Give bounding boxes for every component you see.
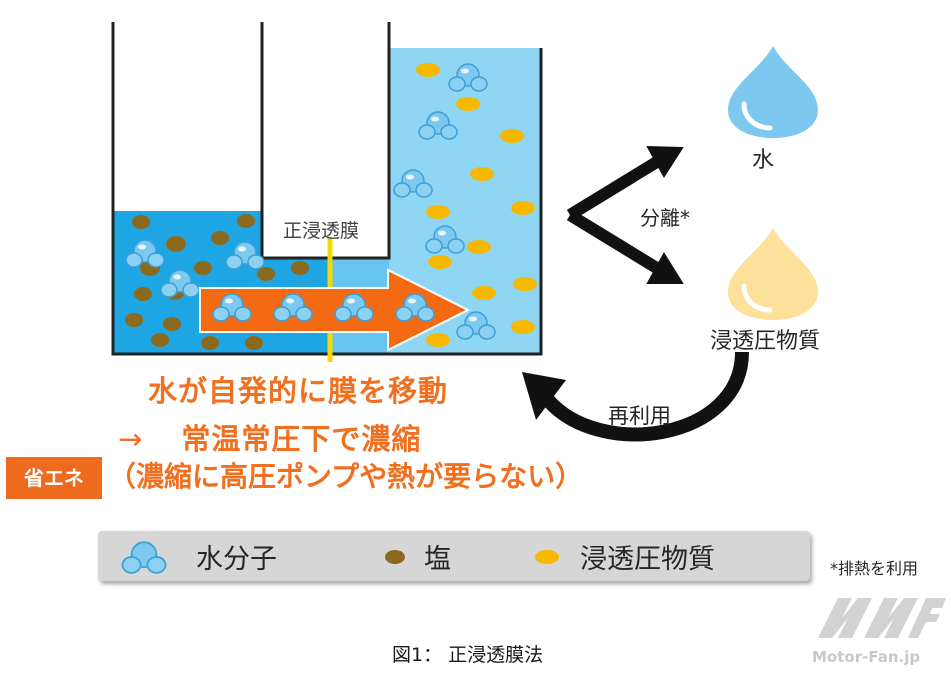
membrane-label: 正浸透膜 — [283, 220, 360, 242]
salt-icon — [385, 550, 405, 564]
legend-water-molecule: 水分子 — [196, 544, 277, 575]
container-walls — [111, 22, 543, 356]
headline-3: （濃縮に高圧ポンプや熱が要らない） — [108, 460, 584, 493]
headline-2-row: → 常温常圧下で濃縮 — [118, 416, 421, 458]
separation-label: 分離* — [640, 206, 690, 230]
osmotic-particles — [416, 63, 537, 347]
osmotic-label: 浸透圧物質 — [710, 329, 821, 354]
watermark-text: Motor-Fan.jp — [812, 648, 920, 666]
water-droplet-icon — [728, 46, 818, 138]
transport-arrow — [199, 268, 471, 352]
legend-salt: 塩 — [424, 544, 451, 575]
headline-2: 常温常圧下で濃縮 — [181, 422, 422, 456]
arrow-symbol: → — [118, 422, 144, 456]
separation-arrows — [566, 145, 684, 284]
reuse-arrow — [522, 351, 749, 442]
legend: 水分子 塩 浸透圧物質 — [98, 531, 810, 581]
motorfan-watermark: Motor-Fan.jp — [812, 598, 946, 666]
water-label: 水 — [752, 148, 775, 173]
reuse-label: 再利用 — [608, 404, 671, 428]
water-molecule-icon — [121, 541, 167, 574]
legend-osmotic: 浸透圧物質 — [580, 544, 715, 575]
headline-1: 水が自発的に膜を移動 — [148, 374, 449, 408]
figure-caption: 図1： 正浸透膜法 — [392, 644, 544, 666]
energy-badge: 省エネ — [6, 457, 102, 499]
divider-gap — [262, 20, 389, 258]
osmotic-droplet-icon — [728, 228, 818, 320]
footnote: *排熱を利用 — [830, 559, 919, 578]
osmotic-icon — [535, 550, 559, 564]
